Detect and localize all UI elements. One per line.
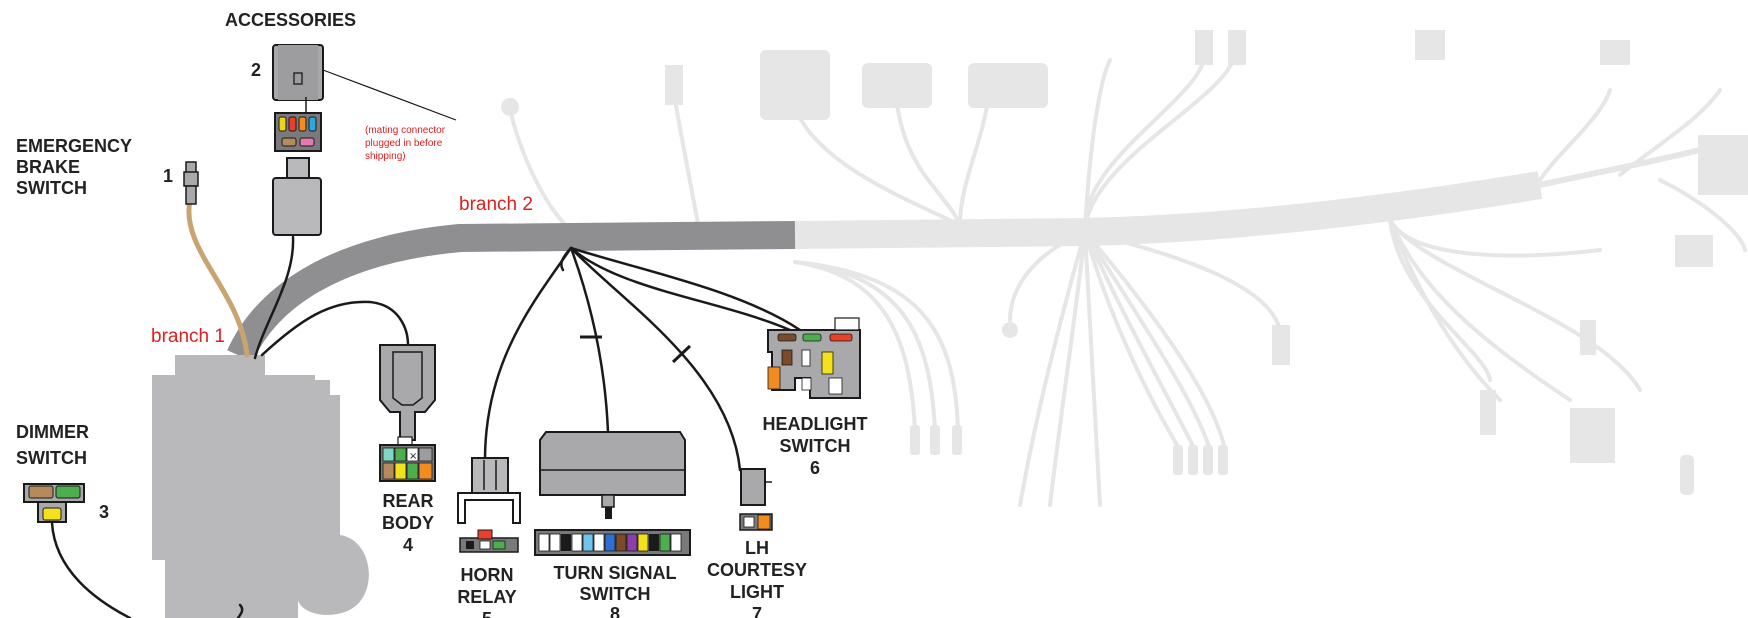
turn-signal-label-line1: TURN SIGNAL	[554, 563, 677, 583]
accessories-connector	[272, 44, 457, 236]
ghost-wire	[508, 108, 572, 232]
emergency-brake-label-line2: BRAKE	[16, 157, 80, 177]
mating-note-line1: (mating connector	[365, 125, 446, 136]
ghost-wire	[1048, 230, 1087, 507]
mating-note-line3: shipping)	[365, 151, 406, 162]
ghost-wire	[1018, 230, 1087, 507]
turn-signal-number: 8	[610, 604, 620, 618]
brake-wire	[186, 197, 250, 358]
ghost-wire	[1083, 230, 1197, 452]
ghost-wire	[1618, 88, 1722, 177]
emergency-brake-number: 1	[163, 166, 173, 186]
headlight-wire-2	[569, 246, 802, 332]
ghost-wire	[1008, 230, 1087, 322]
ghost-connector	[862, 63, 932, 108]
dimmer-number: 3	[99, 502, 109, 522]
ghost-ring-terminal	[501, 98, 519, 116]
ghost-connector	[1600, 40, 1630, 65]
turn-signal-label-line2: SWITCH	[580, 584, 651, 604]
horn-relay-connector	[457, 457, 521, 553]
ghost-trunk	[794, 171, 1543, 249]
rear-body-wire	[260, 300, 410, 357]
rear-body-number: 4	[403, 535, 413, 555]
turn-signal-connector	[534, 431, 691, 556]
mating-note-line2: plugged in before	[365, 138, 443, 149]
rear-body-connector: ×	[379, 344, 436, 482]
labels: ACCESSORIES 2 EMERGENCY BRAKE SWITCH 1 D…	[16, 10, 868, 618]
ghost-wire	[1388, 218, 1642, 392]
dimmer-label-line2: SWITCH	[16, 448, 87, 468]
ghost-connector	[1675, 235, 1713, 267]
ghost-wire	[1538, 88, 1612, 182]
rear-body-label-line2: BODY	[382, 513, 434, 533]
courtesy-number: 7	[752, 604, 762, 618]
courtesy-label-line3: LIGHT	[730, 582, 784, 602]
ghost-wire	[1083, 230, 1182, 452]
headlight-label-line1: HEADLIGHT	[763, 414, 868, 434]
horn-relay-label-line2: RELAY	[457, 587, 516, 607]
ghost-wire	[1083, 58, 1112, 232]
turn-signal-wire	[569, 246, 610, 434]
svg-text:×: ×	[409, 451, 417, 462]
headlight-switch-connector	[767, 317, 861, 399]
ghost-wire	[1083, 53, 1237, 232]
accessories-label: ACCESSORIES	[225, 10, 356, 30]
ghost-connector	[1580, 320, 1596, 355]
ghost-wire	[1388, 218, 1492, 382]
branch-2-label: branch 2	[459, 194, 533, 215]
ghost-wire	[793, 260, 960, 432]
ghost-connector	[665, 65, 683, 105]
ghost-wire	[1083, 230, 1102, 507]
branch-1-label: branch 1	[151, 326, 225, 347]
ghost-connector	[1570, 408, 1615, 463]
ghost-connector	[1415, 30, 1445, 60]
dimmer-wire-2	[236, 603, 244, 618]
dimmer-wire	[50, 521, 132, 618]
turn-signal-pins	[538, 533, 682, 552]
accessories-number: 2	[251, 60, 261, 80]
ghost-connector	[1228, 30, 1246, 65]
headlight-label-line2: SWITCH	[780, 436, 851, 456]
main-junction-block	[152, 355, 369, 618]
courtesy-label-line1: LH	[745, 538, 769, 558]
accessories-wire	[253, 235, 295, 360]
horn-relay-label-line1: HORN	[461, 565, 514, 585]
courtesy-light-connector	[739, 468, 773, 531]
dimmer-label-line1: DIMMER	[16, 422, 89, 442]
horn-relay-wire	[483, 246, 573, 462]
ghost-wire	[673, 98, 702, 237]
horn-relay-number: 5	[482, 609, 492, 618]
ghost-wire	[1083, 230, 1282, 332]
ghost-harness	[501, 30, 1748, 507]
rear-body-label-line1: REAR	[382, 491, 433, 511]
emergency-brake-connector	[183, 161, 199, 205]
wire-branch-extra	[560, 246, 573, 272]
ghost-wire	[1388, 218, 1502, 402]
main-harness-trunk	[227, 221, 796, 363]
ghost-wire	[1083, 230, 1212, 452]
ghost-connector	[1480, 390, 1496, 435]
ghost-connector	[1698, 135, 1748, 195]
headlight-number: 6	[810, 458, 820, 478]
emergency-brake-label-line1: EMERGENCY	[16, 136, 132, 156]
ghost-ring-terminal	[1002, 322, 1018, 338]
ghost-wire	[1083, 230, 1227, 452]
ghost-trunk-right	[1539, 147, 1701, 188]
courtesy-label-line2: COURTESY	[707, 560, 807, 580]
headlight-wire	[569, 246, 792, 332]
emergency-brake-label-line3: SWITCH	[16, 178, 87, 198]
ghost-wire	[1658, 178, 1747, 252]
ghost-connector	[968, 63, 1048, 108]
ghost-connector	[760, 50, 830, 120]
ghost-terminals	[910, 425, 1694, 495]
ghost-connector	[1272, 325, 1290, 365]
dimmer-connector	[23, 483, 85, 523]
wires	[50, 197, 802, 618]
courtesy-wire	[569, 246, 742, 472]
ghost-connector	[1195, 30, 1213, 65]
ghost-wire	[893, 83, 962, 227]
wire-tick	[671, 344, 692, 364]
ghost-wire	[1388, 218, 1572, 402]
